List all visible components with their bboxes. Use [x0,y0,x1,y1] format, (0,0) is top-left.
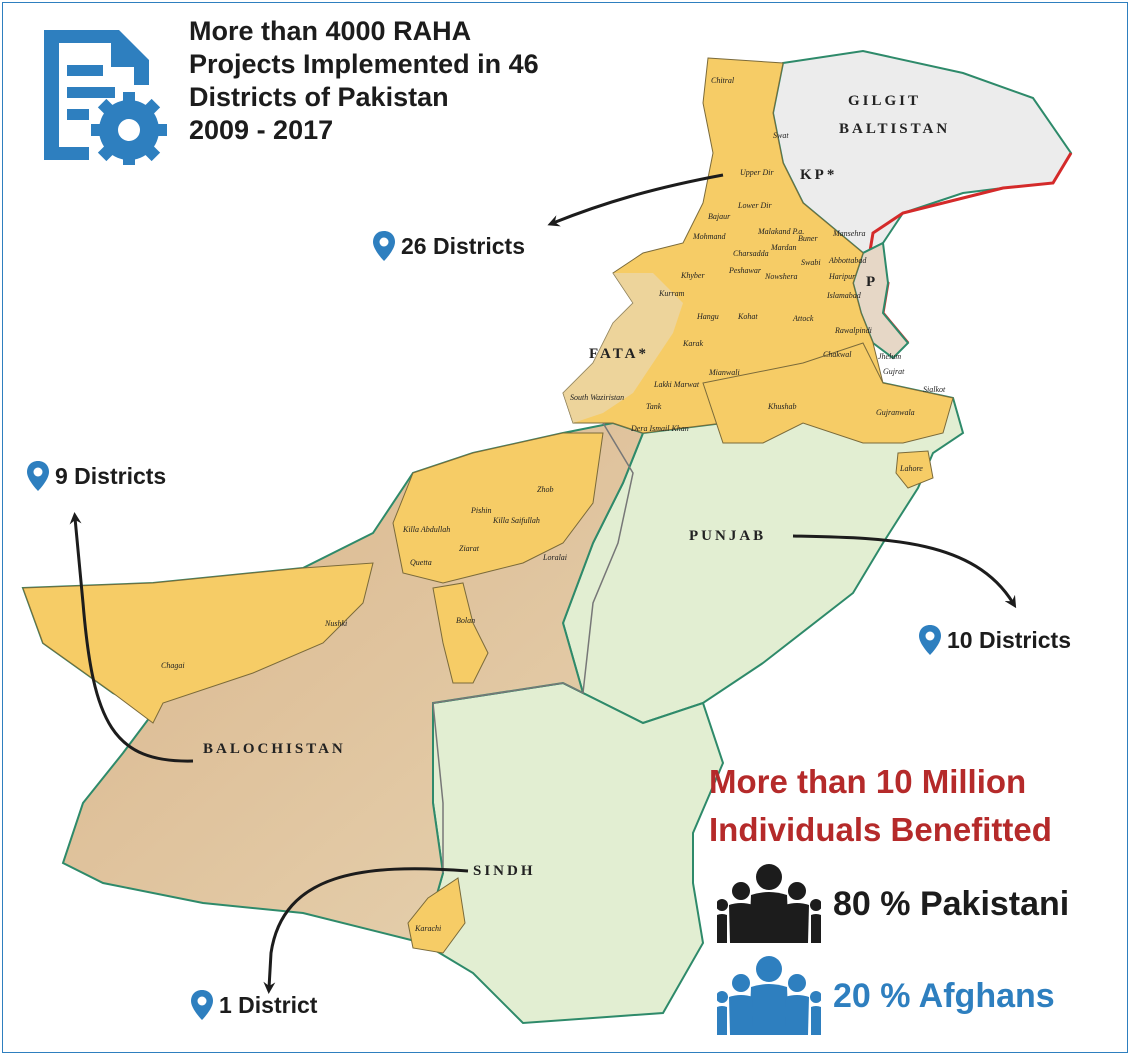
stat-pakistani: 80 % Pakistani [717,863,1069,945]
district-label: Lower Dir [737,201,772,210]
district-label: Swabi [801,258,821,267]
label-sindh: SINDH [473,863,536,879]
district-label: Dera Ismail Khan [630,424,689,433]
callout-punjab: 10 Districts [919,625,1071,655]
callout-kp-text: 26 Districts [401,232,526,259]
district-label: Hangu [696,312,719,321]
highlight-north-balochistan [392,432,604,584]
callout-balochistan-text: 9 Districts [55,462,167,489]
district-label: Mansehra [832,229,865,238]
title-line: Projects Implemented in 46 [189,49,539,79]
location-pin-icon [373,231,395,261]
title-line: More than 4000 RAHA [189,16,472,46]
district-label: Mohmand [692,232,726,241]
title-line: 2009 - 2017 [189,115,334,145]
district-label: Killa Saifullah [492,516,540,525]
region-sindh [421,681,725,1025]
people-group-icon [717,864,821,943]
district-label: Nushki [324,619,347,628]
callout-punjab-text: 10 Districts [947,626,1072,653]
district-label: Upper Dir [740,168,774,177]
district-label: Lakki Marwat [653,380,700,389]
highlight-karachi [407,877,466,954]
region-fata-band [563,273,683,423]
district-label: Khushab [767,402,796,411]
district-label: South Waziristan [570,393,624,402]
location-pin-icon [191,990,213,1020]
district-label: Buner [798,234,818,243]
district-label: Kohat [737,312,758,321]
district-label: Mianwali [708,368,740,377]
district-label: Rawalpindi [834,326,872,335]
pakistan-map: GILGIT BALTISTAN KP* FATA* PUNJAB BALOCH… [21,49,1073,1025]
highlight-bolan [432,582,489,684]
district-label: Gujranwala [876,408,915,417]
district-label: Islamabad [826,291,862,300]
label-ajk: P [866,274,878,290]
district-label: Chakwal [823,350,852,359]
headline-title: More than 4000 RAHA Projects Implemented… [189,15,629,147]
label-kp: KP* [800,167,837,183]
headline-line-2: Individuals Benefitted [709,811,1052,848]
callout-balochistan: 9 Districts [27,461,166,491]
stat-afghans-text: 20 % Afghans [833,976,1055,1015]
label-balochistan: BALOCHISTAN [203,741,346,757]
district-label: Karachi [414,924,441,933]
beneficiaries-headline: More than 10 Million Individuals Benefit… [709,758,1127,854]
district-label: Khyber [680,271,705,280]
callout-sindh: 1 District [191,990,317,1020]
district-label: Pishin [470,506,491,515]
highlight-punjab-north [702,342,954,444]
document-settings-icon [39,25,169,168]
district-label: Bajaur [708,212,731,221]
district-label: Zhob [537,485,553,494]
district-label: Peshawar [728,266,762,275]
callout-sindh-text: 1 District [219,991,318,1018]
district-label: Kurram [658,289,685,298]
district-label: Charsadda [733,249,769,258]
district-label: Nowshera [764,272,797,281]
district-label: Attock [792,314,814,323]
arrow-sindh [263,867,469,994]
district-label: Swat [773,131,789,140]
headline-line-1: More than 10 Million [709,763,1027,800]
district-label: Jhelum [878,352,901,361]
district-label: Chagai [161,661,185,670]
stat-pakistani-text: 80 % Pakistani [833,884,1070,923]
district-label: Abbottabad [828,256,867,265]
district-label: Chitral [711,76,735,85]
label-gilgit: GILGIT [848,93,921,109]
label-fata: FATA* [589,346,649,362]
title-line: Districts of Pakistan [189,82,449,112]
stat-afghans: 20 % Afghans [717,955,1055,1037]
district-label: Gujrat [883,367,905,376]
district-label: Malakand P.a. [757,227,804,236]
arrow-punjab [792,534,1017,609]
label-punjab: PUNJAB [689,528,766,544]
location-pin-icon [919,625,941,655]
district-label: Quetta [410,558,432,567]
highlight-lahore [895,450,934,489]
district-label: Bolan [456,616,475,625]
district-label: Ziarat [459,544,480,553]
highlight-chagai-nushki [22,562,374,724]
district-label: Lahore [899,464,923,473]
district-label: Tank [646,402,662,411]
district-label: Sialkot [923,385,946,394]
district-label: Karak [682,339,703,348]
district-label: Killa Abdullah [402,525,450,534]
province-boundary [432,422,634,873]
arrow-kp [547,173,724,227]
district-label: Haripur [828,272,856,281]
district-label: Loralai [542,553,567,562]
label-baltistan: BALTISTAN [839,121,950,137]
location-pin-icon [27,461,49,491]
district-label: Mardan [770,243,796,252]
people-group-icon [717,956,821,1035]
arrow-balochistan [69,512,194,763]
callout-kp: 26 Districts [373,231,525,261]
